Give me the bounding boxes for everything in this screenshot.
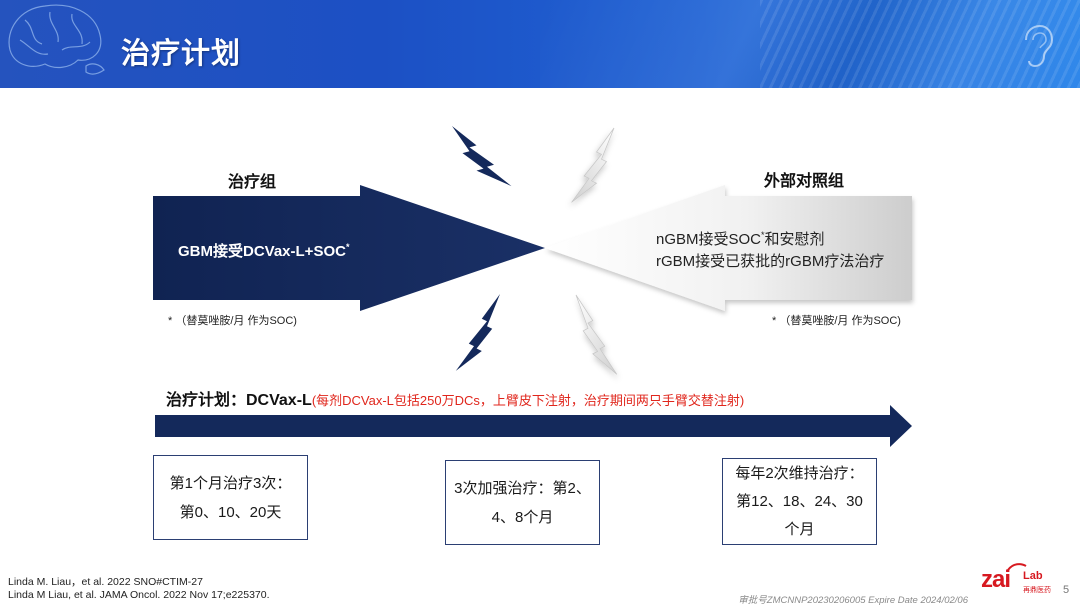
phase-line: 每年2次维持治疗： [735,464,864,482]
header-band: 治疗计划 [0,0,1080,88]
ear-icon [1025,24,1054,68]
treatment-group-arrow [153,185,545,311]
company-logo-sub: Lab [1023,570,1043,582]
header-stripes [760,0,1080,88]
citation-2: Linda M Liau, et al. JAMA Oncol. 2022 No… [8,589,270,601]
control-footnote: * （替莫唑胺/月 作为SOC) [772,315,901,327]
lightning-icon [575,294,618,375]
company-logo-cn: 再鼎医药 [1023,587,1051,594]
brain-icon [8,4,105,75]
control-group-label: 外部对照组 [764,173,845,190]
company-logo: zai [981,566,1011,593]
phase-box-booster: 3次加强治疗：第2、 4、8个月 [445,460,600,545]
plan-label: 治疗计划：DCVax-L [166,392,312,409]
phase-line: 3次加强治疗：第2、 [454,479,591,497]
control-group-arrow [545,185,912,311]
treatment-arrow-text: GBM接受DCVax-L+SOC* [178,240,349,261]
phase-line: 个月 [784,520,815,538]
timeline-arrow [155,405,912,447]
control-line1-rest: 和安慰剂 [764,231,825,248]
page-number: 5 [1063,584,1070,596]
treatment-group-label: 治疗组 [228,174,277,191]
phase-box-maintenance: 每年2次维持治疗： 第12、18、24、30 个月 [722,458,877,545]
header-sheen [540,0,1080,88]
logo-swoosh [1007,563,1027,571]
treatment-arrow-sup: * [345,242,350,252]
citation-1: Linda M. Liau，et al. 2022 SNO#CTIM-27 [8,576,203,588]
control-line1-sup: * [761,230,765,240]
page-title: 治疗计划 [121,38,242,70]
lightning-icon [452,126,512,187]
plan-detail: (每剂DCVax-L包括250万DCs，上臂皮下注射，治疗期间两只手臂交替注射) [311,393,745,408]
treatment-arrow-main: GBM接受DCVax-L+SOC [178,243,346,260]
phase-line: 第1个月治疗3次： [169,474,292,492]
phase-line: 第12、18、24、30 [736,492,863,510]
plan-heading: 治疗计划：DCVax-L(每剂DCVax-L包括250万DCs，上臂皮下注射，治… [166,386,744,410]
control-arrow-line-2: rGBM接受已获批的rGBM疗法治疗 [656,253,885,270]
phase-line: 第0、10、20天 [179,503,282,521]
treatment-footnote: * （替莫唑胺/月 作为SOC) [168,315,297,327]
lightning-icon [455,294,500,371]
approval-number: 审批号ZMCNNP20230206005 Expire Date 2024/02… [738,595,968,606]
phase-line: 4、8个月 [491,508,554,526]
control-arrow-line-1: nGBM接受SOC*和安慰剂 [656,228,825,249]
lightning-icon [571,127,615,203]
phase-box-initial: 第1个月治疗3次： 第0、10、20天 [153,455,308,540]
control-line1-main: nGBM接受SOC [656,231,762,248]
